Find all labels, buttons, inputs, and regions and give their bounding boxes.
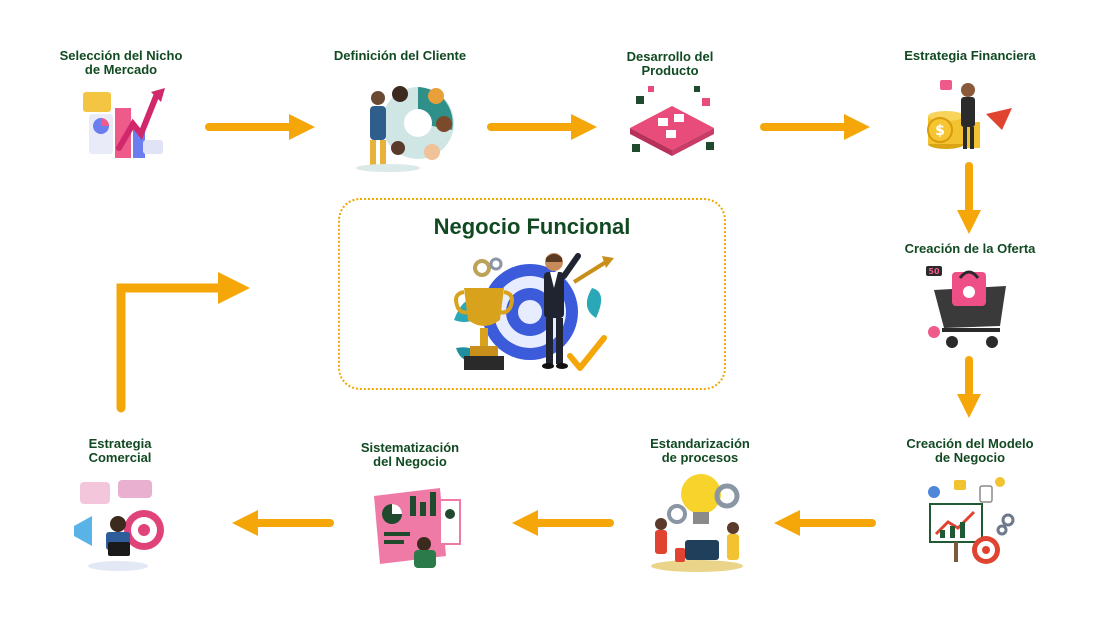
business-model-illustration: [928, 477, 1015, 564]
offer-creation-illustration: 50: [926, 266, 1006, 348]
step-label-estandarizacion: Estandarización de procesos: [650, 436, 750, 465]
arrow-right-1: [205, 114, 315, 140]
arrow-elbow-up-right: [116, 272, 250, 413]
client-definition-illustration: [356, 86, 454, 172]
step-label-sistematizacion: Sistematización del Negocio: [360, 440, 460, 469]
step-label-nicho: Selección del Nicho de Mercado: [59, 48, 183, 77]
arrow-left-3: [232, 510, 334, 536]
step-label-producto: Desarrollo del Producto: [626, 49, 714, 78]
arrow-right-3: [760, 114, 870, 140]
business-systematization-illustration: [374, 488, 461, 568]
arrow-left-2: [512, 510, 614, 536]
commercial-strategy-illustration: [74, 480, 164, 571]
product-development-illustration: [630, 86, 714, 156]
process-standardization-illustration: [651, 474, 743, 572]
financial-strategy-illustration: $: [927, 80, 1012, 149]
arrow-down-2: [957, 356, 981, 418]
trophy-target-illustration: [454, 253, 614, 371]
step-label-oferta: Creación de la Oferta: [904, 241, 1036, 256]
arrow-left-1: [774, 510, 876, 536]
svg-text:$: $: [935, 123, 945, 139]
step-label-financiera: Estrategia Financiera: [904, 48, 1036, 63]
arrow-right-2: [487, 114, 597, 140]
step-label-comercial: Estrategia Comercial: [88, 436, 152, 465]
arrow-down-1: [957, 162, 981, 234]
market-niche-illustration: [83, 88, 165, 158]
step-label-modelo: Creación del Modelo de Negocio: [906, 436, 1034, 465]
step-label-cliente: Definición del Cliente: [333, 48, 467, 63]
svg-text:50: 50: [928, 267, 940, 276]
center-goal-box: Negocio Funcional: [338, 198, 726, 390]
center-title: Negocio Funcional: [433, 214, 631, 239]
